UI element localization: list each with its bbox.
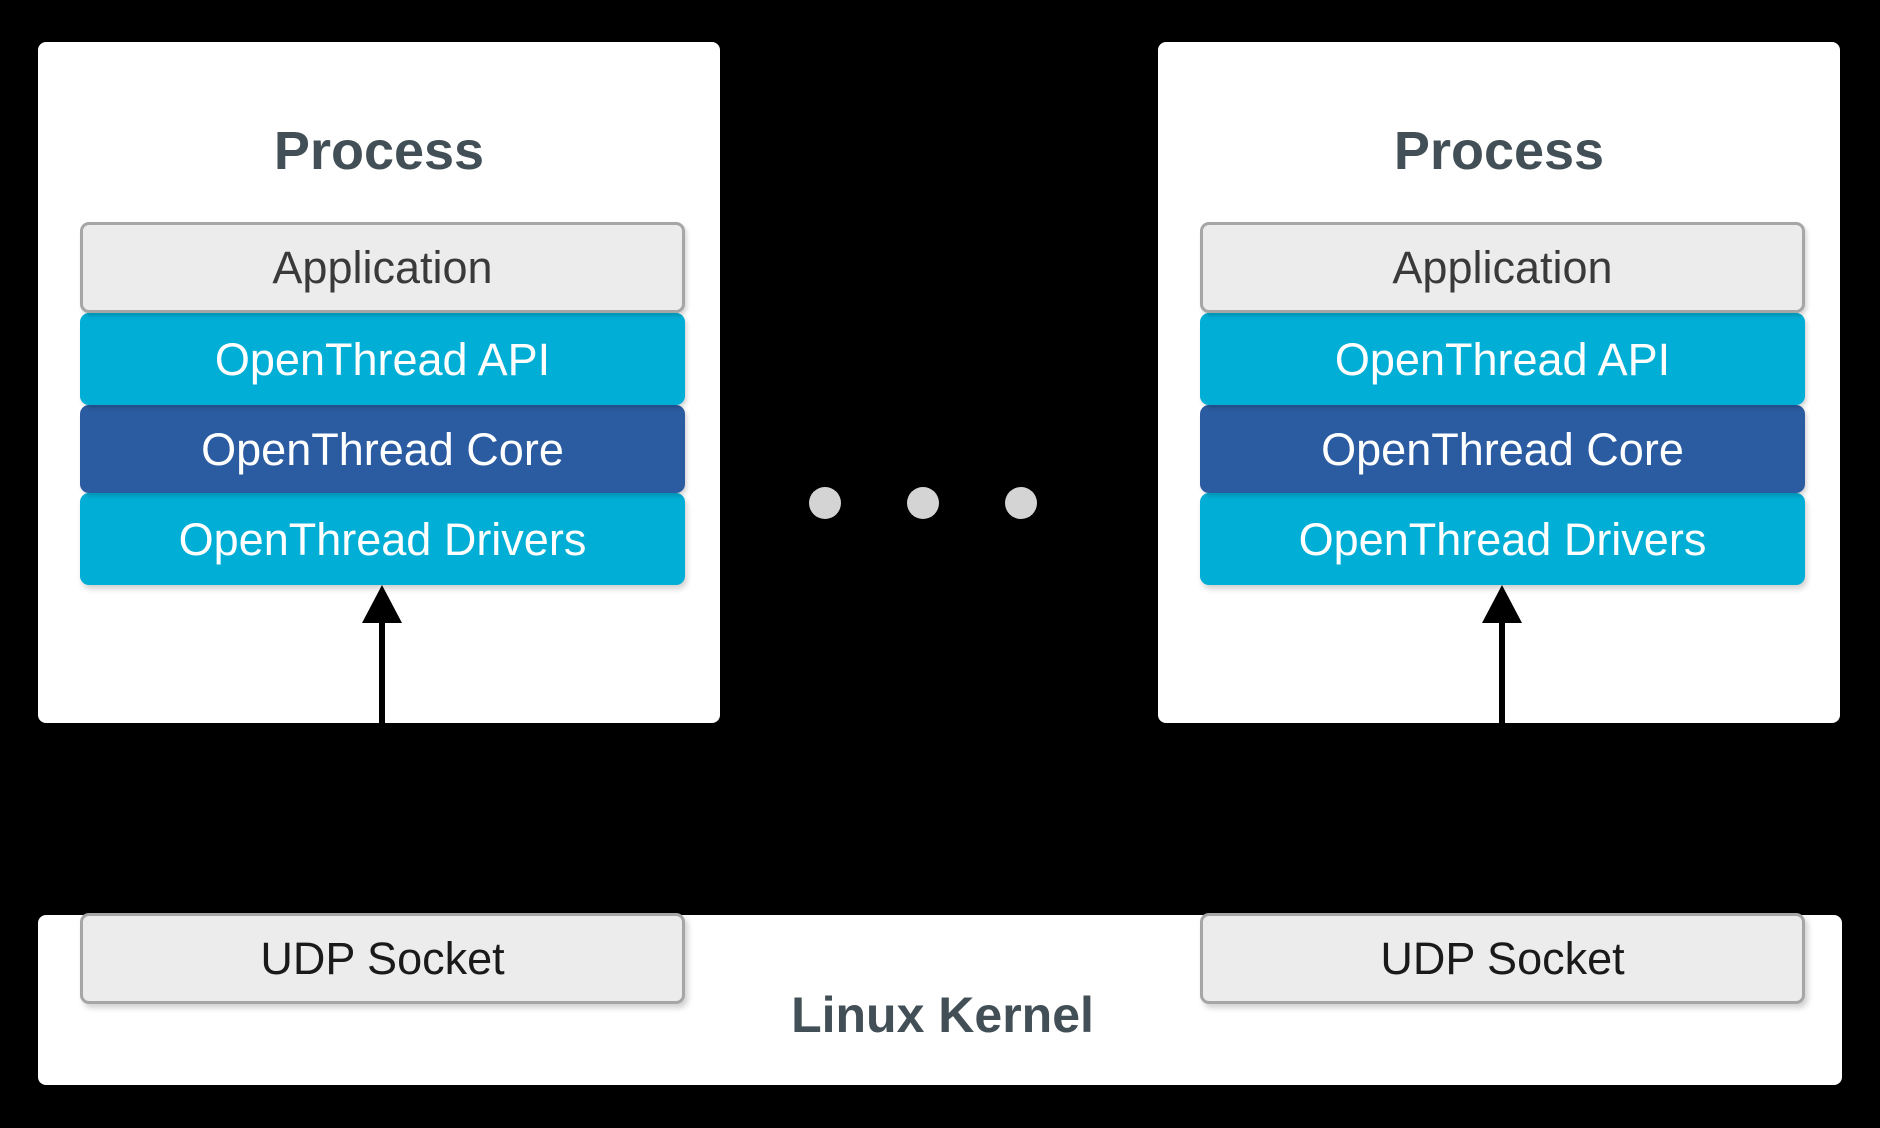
layer-openthread-api-label-right: OpenThread API [1334, 333, 1671, 385]
arrow-head-right-icon [1482, 585, 1522, 623]
layer-openthread-core-label-left: OpenThread Core [201, 423, 564, 475]
process-title-right: Process [1393, 121, 1605, 181]
kernel-udp-socket-label-right: UDP Socket [1380, 933, 1625, 984]
layer-application-left[interactable]: Application [80, 222, 685, 313]
layer-openthread-drivers-left[interactable]: OpenThread Drivers [80, 493, 685, 585]
ellipsis-dot-1-icon [809, 487, 841, 519]
layer-openthread-api-right[interactable]: OpenThread API [1200, 313, 1805, 405]
layer-application-right[interactable]: Application [1200, 222, 1805, 313]
ellipsis-dots [809, 487, 1037, 519]
layer-openthread-drivers-right[interactable]: OpenThread Drivers [1200, 493, 1805, 585]
ellipsis-dot-2-icon [907, 487, 939, 519]
layer-openthread-drivers-label-right: OpenThread Drivers [1298, 513, 1707, 565]
kernel-udp-socket-label-left: UDP Socket [260, 933, 505, 984]
layer-openthread-core-right[interactable]: OpenThread Core [1200, 405, 1805, 493]
layer-openthread-core-label-right: OpenThread Core [1321, 423, 1684, 475]
layer-openthread-api-label-left: OpenThread API [214, 333, 551, 385]
layer-application-label-left: Application [272, 242, 493, 293]
layer-openthread-drivers-label-left: OpenThread Drivers [178, 513, 587, 565]
process-title-left: Process [273, 121, 485, 181]
connector-arrow-left [362, 585, 402, 925]
kernel-udp-socket-left[interactable]: UDP Socket [80, 913, 685, 1004]
arrow-shaft-left [379, 621, 385, 925]
kernel-title: Linux Kernel [791, 987, 1094, 1043]
layer-openthread-core-left[interactable]: OpenThread Core [80, 405, 685, 493]
ellipsis-dot-3-icon [1005, 487, 1037, 519]
connector-arrow-right [1482, 585, 1522, 925]
arrow-shaft-right [1499, 621, 1505, 925]
layer-application-label-right: Application [1392, 242, 1613, 293]
kernel-udp-socket-right[interactable]: UDP Socket [1200, 913, 1805, 1004]
layer-openthread-api-left[interactable]: OpenThread API [80, 313, 685, 405]
arrow-head-left-icon [362, 585, 402, 623]
